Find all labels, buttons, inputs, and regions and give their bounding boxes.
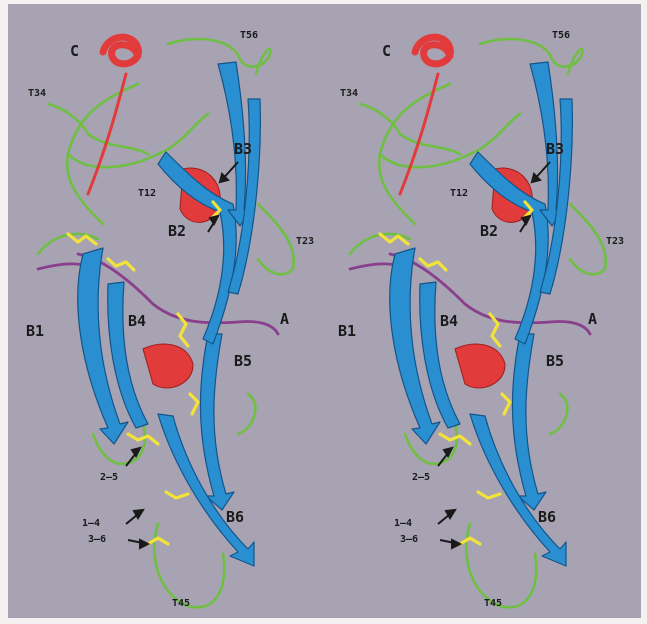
label-a-right: A [588,310,597,328]
label-b2-right: B2 [480,222,498,240]
label-b3: B3 [234,140,252,158]
label-t56-right: T56 [552,30,570,41]
label-1-4: 1–4 [82,518,100,529]
label-t34: T34 [28,88,46,99]
label-2-5-right: 2–5 [412,472,430,483]
label-3-6-right: 3–6 [400,534,418,545]
stereo-ribbon-diagram: C T56 T34 B3 T12 B2 T23 A B1 B4 B5 2–5 1… [8,4,641,618]
label-b2: B2 [168,222,186,240]
label-b6-right: B6 [538,508,556,526]
label-c: C [70,42,79,60]
label-b4-right: B4 [440,312,458,330]
label-t12: T12 [138,188,156,199]
labels-left: C T56 T34 B3 T12 B2 T23 A B1 B4 B5 2–5 1… [26,30,314,609]
label-b1-right: B1 [338,322,356,340]
label-t23: T23 [296,236,314,247]
label-b5-right: B5 [546,352,564,370]
label-2-5: 2–5 [100,472,118,483]
stereo-right [350,37,606,607]
label-t45-right: T45 [484,598,502,609]
label-b6: B6 [226,508,244,526]
label-b5: B5 [234,352,252,370]
label-t45: T45 [172,598,190,609]
label-b4: B4 [128,312,146,330]
label-1-4-right: 1–4 [394,518,412,529]
label-t56: T56 [240,30,258,41]
figure-panel: C T56 T34 B3 T12 B2 T23 A B1 B4 B5 2–5 1… [8,4,641,618]
labels-right: C T56 T34 B3 T12 B2 T23 A B1 B4 B5 2–5 1… [338,30,624,609]
label-b1: B1 [26,322,44,340]
label-c-right: C [382,42,391,60]
stereo-left [38,37,294,607]
label-a: A [280,310,289,328]
label-t34-right: T34 [340,88,358,99]
label-b3-right: B3 [546,140,564,158]
label-t12-right: T12 [450,188,468,199]
label-3-6: 3–6 [88,534,106,545]
label-t23-right: T23 [606,236,624,247]
